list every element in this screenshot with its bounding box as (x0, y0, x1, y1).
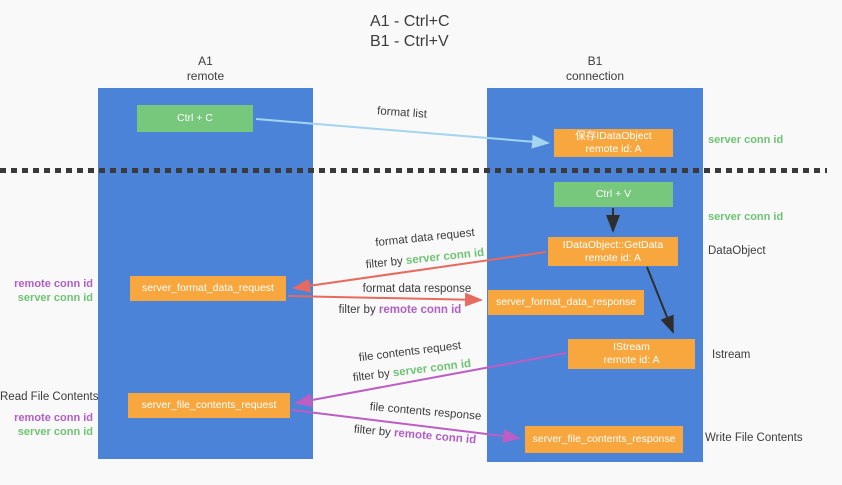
left-label-read-file-contents: Read File Contents (0, 391, 99, 403)
lane-b1-subtitle: connection (565, 69, 625, 83)
filter-by-text: filter by (353, 423, 395, 440)
node-getdata-line2: remote id: A (584, 251, 642, 264)
lane-b1-header: B1 connection (487, 54, 703, 84)
node-getdata: IDataObject::GetData remote id: A (548, 237, 678, 266)
node-istream: IStream remote id: A (568, 339, 695, 369)
title-line-1: A1 - Ctrl+C (370, 13, 450, 30)
node-server-file-contents-request: server_file_contents_request (128, 393, 290, 418)
copy-paste-divider-dashed-line (0, 168, 827, 173)
arrow-format-data-response (287, 292, 483, 307)
left-label-server-conn-id-file: server conn id (17, 426, 93, 438)
label-filter-by-server-conn-id-format: filter by server conn id (355, 246, 495, 273)
node-istream-line1: IStream (613, 341, 650, 353)
node-server-format-data-response: server_format_data_response (488, 290, 644, 315)
filter-by-text: filter by (352, 367, 394, 385)
filter-by-text: filter by (365, 255, 407, 272)
right-label-istream: Istream (712, 349, 751, 361)
node-server-file-contents-request-label: server_file_contents_request (141, 399, 277, 411)
node-ctrl-v: Ctrl + V (554, 182, 673, 207)
right-label-dataobject: DataObject (708, 245, 766, 257)
node-server-format-data-request-label: server_format_data_request (142, 282, 274, 294)
node-save-dataobject-line2: remote id: A (585, 143, 642, 155)
node-server-file-contents-response-label: server_file_contents_response (532, 433, 676, 445)
right-label-server-conn-id-mid: server conn id (708, 211, 784, 223)
label-file-contents-response: file contents response (369, 401, 482, 423)
label-format-data-request: format data request (374, 226, 476, 250)
node-save-dataobject: 保存IDataObject remote id: A (554, 129, 673, 157)
server-conn-id-text: server conn id (405, 246, 485, 267)
left-label-server-conn-id-format: server conn id (17, 292, 93, 304)
node-save-dataobject-line1: 保存IDataObject (575, 130, 652, 142)
node-ctrl-c-label: Ctrl + C (177, 112, 213, 124)
remote-conn-id-text: remote conn id (378, 304, 462, 316)
node-istream-line2: remote id: A (603, 354, 660, 366)
left-label-remote-conn-id-format: remote conn id (14, 278, 93, 290)
diagram-title: A1 - Ctrl+C B1 - Ctrl+V (370, 12, 450, 52)
label-filter-by-remote-conn-id-file: filter by remote conn id (345, 423, 486, 447)
node-server-format-data-request: server_format_data_request (130, 276, 286, 301)
node-server-file-contents-response: server_file_contents_response (525, 426, 683, 453)
server-conn-id-text: server conn id (392, 357, 472, 380)
label-format-data-response: format data response (362, 283, 472, 295)
right-label-server-conn-id-top: server conn id (708, 134, 784, 146)
node-ctrl-v-label: Ctrl + V (595, 188, 632, 200)
right-label-write-file-contents: Write File Contents (705, 432, 803, 444)
node-getdata-line1: IDataObject::GetData (562, 238, 664, 251)
node-ctrl-c: Ctrl + C (137, 105, 253, 132)
label-format-list: format list (376, 105, 428, 121)
remote-conn-id-text: remote conn id (393, 427, 477, 447)
filter-by-text: filter by (338, 304, 379, 316)
lane-b1-name: B1 (587, 54, 603, 68)
label-filter-by-remote-conn-id-format: filter by remote conn id (330, 304, 470, 316)
lane-a1-name: A1 (198, 54, 213, 68)
left-label-remote-conn-id-file: remote conn id (14, 412, 93, 424)
node-server-format-data-response-label: server_format_data_response (495, 296, 637, 308)
lane-a1-subtitle: remote (186, 69, 225, 83)
title-line-2: B1 - Ctrl+V (370, 33, 449, 50)
lane-a1-header: A1 remote (98, 54, 313, 84)
